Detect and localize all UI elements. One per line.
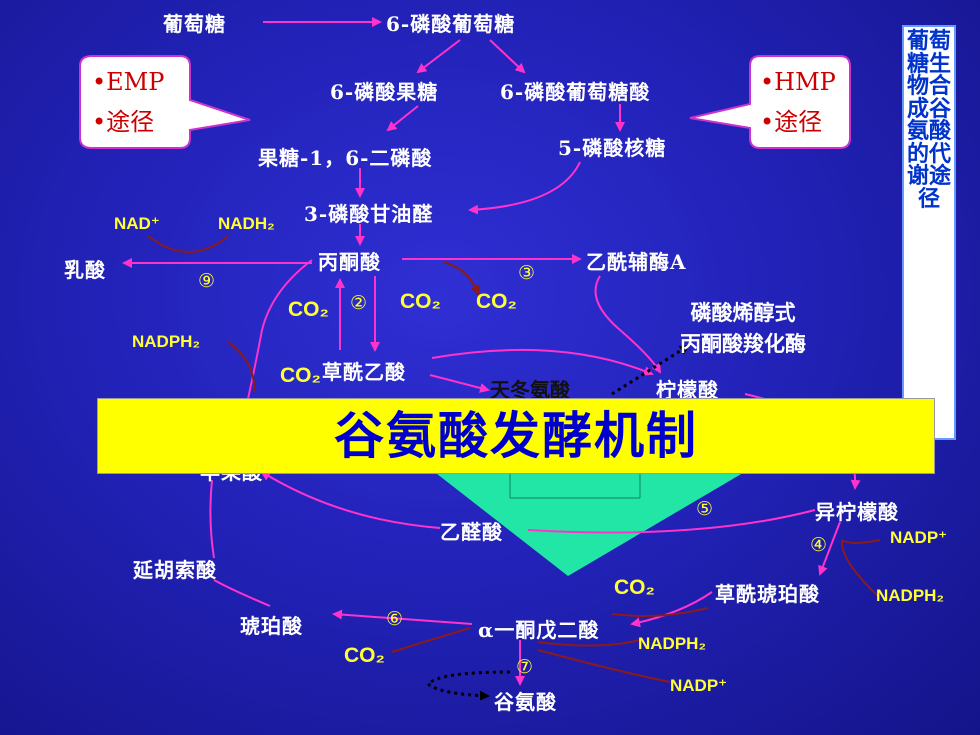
cofactor-nadph2-bottom: NADPH₂ (638, 634, 706, 653)
cofactor-nadph2-right: NADPH₂ (876, 586, 944, 605)
label-alpha-ketoglutarate: α一酮戊二酸 (478, 618, 600, 642)
label-succinate: 琥珀酸 (240, 614, 303, 638)
label-pep-carboxylase: 磷酸烯醇式 丙酮酸羧化酶 (680, 298, 806, 360)
step-4: ④ (810, 534, 828, 556)
label-6-phosphogluconate: 6-磷酸葡萄糖酸 (500, 80, 651, 104)
label-oxaloacetate: 草酰乙酸 (322, 360, 406, 384)
label-glucose-6-phosphate: 6-磷酸葡萄糖 (386, 12, 516, 36)
co2-label-3: CO₂ (476, 290, 517, 313)
co2-label-1: CO₂ (288, 298, 329, 321)
label-lactate: 乳酸 (64, 258, 106, 282)
cofactor-nadph2-left: NADPH₂ (132, 332, 200, 351)
hmp-callout-line-2: •途径 (760, 108, 823, 136)
enzyme-line-2: 丙酮酸羧化酶 (680, 332, 806, 356)
step-7: ⑦ (516, 656, 534, 678)
step-5: ⑤ (696, 498, 714, 520)
cofactor-nadh2: NADH₂ (218, 214, 275, 233)
label-fumarate: 延胡索酸 (133, 558, 217, 582)
label-pyruvate: 丙酮酸 (318, 250, 381, 274)
emp-callout: •EMP •途径 (92, 62, 164, 142)
label-acetyl-coa: 乙酰辅酶A (586, 250, 687, 274)
emp-callout-bubble (79, 55, 251, 149)
side-title-text: 葡萄糖生物合成谷氨酸的代谢途径 (906, 29, 951, 212)
label-fructose-bisphosphate: 果糖-1，6-二磷酸 (258, 146, 433, 170)
co2-label-2: CO₂ (400, 290, 441, 313)
step-6: ⑥ (386, 608, 404, 630)
cofactor-nadp-bottom: NADP⁺ (670, 676, 728, 695)
label-glyoxylate: 乙醛酸 (440, 520, 503, 544)
step-2: ② (350, 292, 368, 314)
hmp-callout-bubble (689, 55, 851, 149)
label-glyceraldehyde-3-phosphate: 3-磷酸甘油醛 (304, 202, 434, 226)
cofactor-nadp-right: NADP⁺ (890, 528, 948, 547)
emp-callout-line-1: •EMP (92, 68, 165, 96)
cofactor-nad: NAD⁺ (114, 214, 160, 233)
co2-label-6: CO₂ (344, 644, 385, 667)
label-ribose-5-phosphate: 5-磷酸核糖 (558, 136, 667, 160)
title-banner: 谷氨酸发酵机制 (97, 398, 935, 474)
co2-label-4: CO₂ (280, 364, 321, 387)
label-fructose-6-phosphate: 6-磷酸果糖 (330, 80, 439, 104)
step-9: ⑨ (198, 270, 216, 292)
label-isocitrate: 异柠檬酸 (815, 500, 899, 524)
hmp-callout: •HMP •途径 (760, 62, 836, 142)
step-3: ③ (518, 262, 536, 284)
label-oxalosuccinate: 草酰琥珀酸 (715, 582, 820, 606)
side-title-box: 葡萄糖生物合成谷氨酸的代谢途径 (902, 25, 956, 440)
green-funnel (432, 470, 748, 576)
hmp-callout-line-1: •HMP (760, 68, 836, 96)
enzyme-line-1: 磷酸烯醇式 (690, 301, 796, 325)
co2-label-5: CO₂ (614, 576, 655, 599)
label-glucose: 葡萄糖 (163, 12, 226, 36)
label-glutamate: 谷氨酸 (494, 690, 557, 714)
page-title: 谷氨酸发酵机制 (334, 407, 698, 465)
emp-callout-line-2: •途径 (92, 108, 155, 136)
